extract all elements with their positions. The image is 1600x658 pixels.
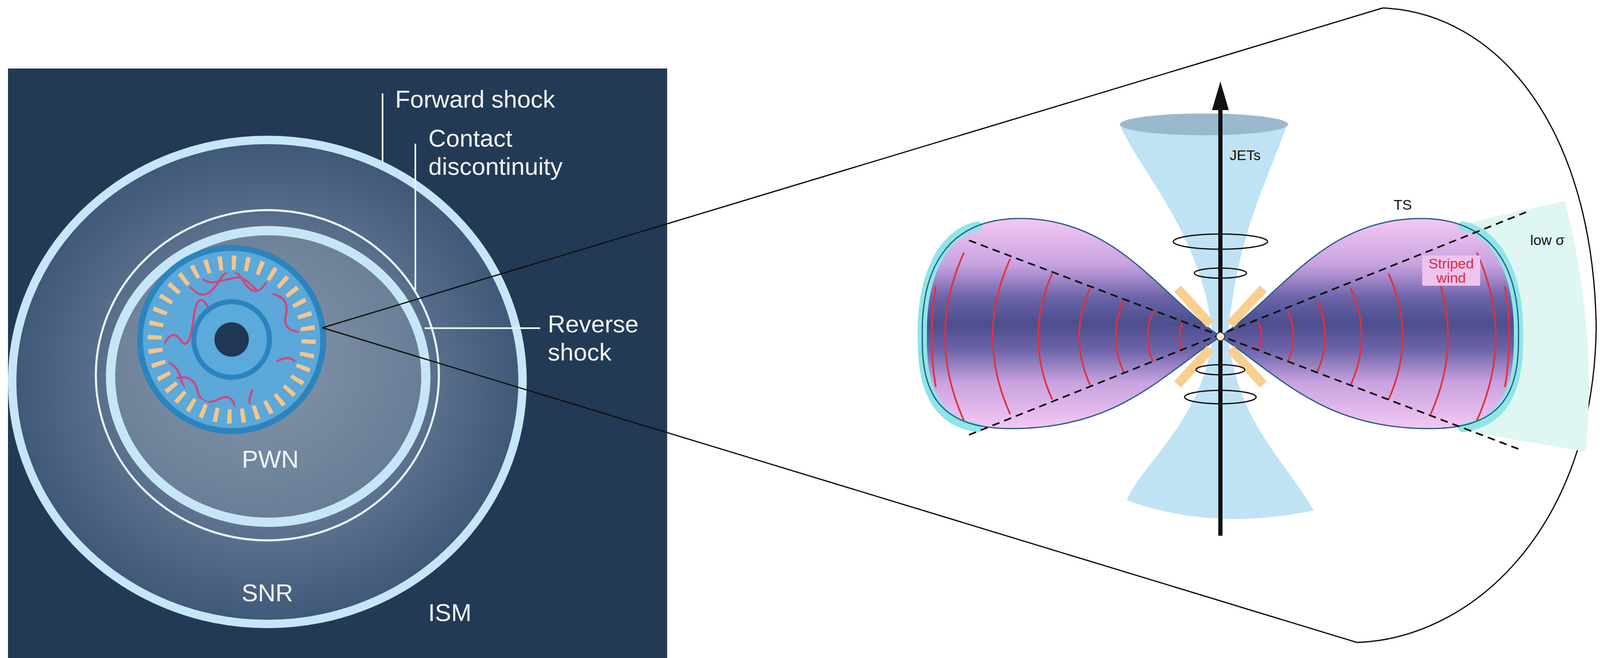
wind-lobe	[922, 218, 1221, 429]
pulsar-dot	[214, 322, 249, 357]
field-line	[273, 294, 316, 377]
region: TS Striped wind	[920, 193, 1522, 455]
turbulent-field	[159, 267, 316, 428]
stripe	[1258, 322, 1262, 352]
wind-bar	[1177, 288, 1211, 325]
stripe	[1179, 322, 1183, 352]
contact-discontinuity	[95, 210, 439, 541]
wind-bar	[1230, 348, 1264, 385]
panel-ground	[7, 68, 668, 658]
field-line	[168, 267, 295, 295]
region: low σ	[1437, 200, 1596, 454]
stripe	[1147, 311, 1154, 362]
stripe	[1388, 273, 1403, 400]
leader-line	[381, 93, 384, 164]
dashed-lines	[968, 212, 1527, 450]
wind-bar	[1177, 348, 1211, 385]
leader-line	[424, 327, 541, 330]
wind-lobe	[1220, 218, 1519, 429]
reverse-shock	[110, 230, 426, 523]
lobe-outline	[1220, 218, 1519, 429]
region-label: PWN	[241, 445, 299, 474]
callout-label: Reverse shock	[547, 310, 658, 367]
stripe	[1504, 286, 1510, 388]
dashed-line	[968, 212, 1527, 436]
region-label: low σ	[1530, 232, 1565, 249]
field-line	[176, 377, 283, 428]
pwn-disc	[139, 248, 324, 432]
stripe	[1115, 300, 1124, 373]
field-line	[159, 361, 198, 404]
stripe	[931, 286, 936, 388]
pulsar	[1216, 332, 1225, 341]
leader-line	[414, 143, 417, 291]
region-label: ISM	[427, 599, 472, 628]
lobe-outline	[922, 218, 1221, 429]
stripe	[1287, 311, 1294, 362]
stripe	[1350, 288, 1362, 386]
inner-disc	[193, 301, 270, 378]
callout-label: Contact discontinuity	[428, 124, 605, 181]
field-line	[197, 269, 257, 291]
rotation-axis	[1218, 105, 1223, 536]
wind-bar	[1230, 288, 1264, 325]
jet-cap	[1119, 113, 1289, 136]
axis-arrowhead	[1211, 81, 1229, 111]
field-line	[249, 378, 295, 414]
stripe	[992, 258, 1011, 415]
region: JETs	[1120, 117, 1314, 513]
region-label: TS	[1393, 196, 1412, 214]
region-label: Striped wind	[1422, 255, 1481, 286]
callout-label: Forward shock	[395, 85, 555, 114]
field-line	[277, 353, 316, 370]
zoom-outline	[322, 7, 1597, 643]
stripe	[1317, 300, 1326, 373]
region-label: JETs	[1229, 147, 1261, 164]
stripe	[1079, 288, 1091, 386]
region-label: SNR	[241, 579, 294, 608]
pwn-dashes	[154, 262, 309, 417]
rim	[922, 226, 978, 428]
forward-shock	[12, 139, 523, 625]
region: SNR PWN	[12, 139, 523, 625]
region: PWN	[110, 230, 426, 523]
stripe	[945, 252, 964, 421]
stripe	[1038, 273, 1053, 400]
dashed-line	[968, 240, 1521, 450]
